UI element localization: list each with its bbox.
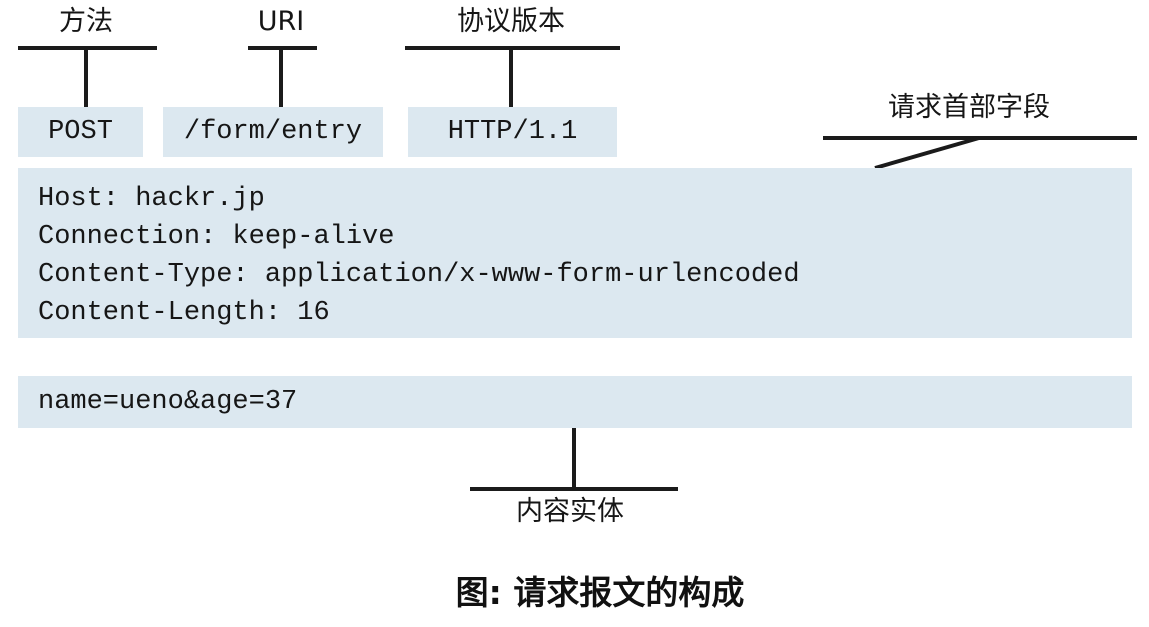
protocol-connector-line: [509, 46, 513, 107]
method-annotation-label: 方法: [59, 6, 113, 37]
figure-caption: 图: 请求报文的构成: [455, 573, 745, 612]
header-fields-pointer: [874, 136, 980, 170]
header-fields-underline: [823, 136, 1137, 140]
header-field-row: Host: hackr.jp: [38, 184, 265, 214]
uri-annotation-label: URI: [257, 6, 305, 37]
protocol-value: HTTP/1.1: [447, 117, 578, 147]
method-connector-line: [84, 46, 88, 107]
method-box: POST: [18, 107, 143, 157]
entity-connector-line: [572, 428, 576, 489]
uri-value: /form/entry: [183, 117, 363, 147]
method-value: POST: [48, 117, 113, 147]
entity-body-box: name=ueno&age=37: [18, 376, 1132, 428]
protocol-annotation-label: 协议版本: [457, 6, 565, 37]
diagonal-pointer-line: [874, 136, 980, 170]
protocol-box: HTTP/1.1: [408, 107, 617, 157]
header-field-row: Content-Length: 16: [38, 298, 330, 328]
header-fields-box: Host: hackr.jp Connection: keep-alive Co…: [18, 168, 1132, 338]
entity-overline: [470, 487, 678, 491]
uri-connector-line: [279, 46, 283, 107]
entity-annotation-label: 内容实体: [516, 496, 624, 527]
header-fields-annotation-label: 请求首部字段: [888, 92, 1050, 123]
uri-box: /form/entry: [163, 107, 383, 157]
header-field-row: Connection: keep-alive: [38, 222, 395, 252]
entity-body-value: name=ueno&age=37: [38, 387, 298, 417]
header-field-row: Content-Type: application/x-www-form-url…: [38, 260, 800, 290]
